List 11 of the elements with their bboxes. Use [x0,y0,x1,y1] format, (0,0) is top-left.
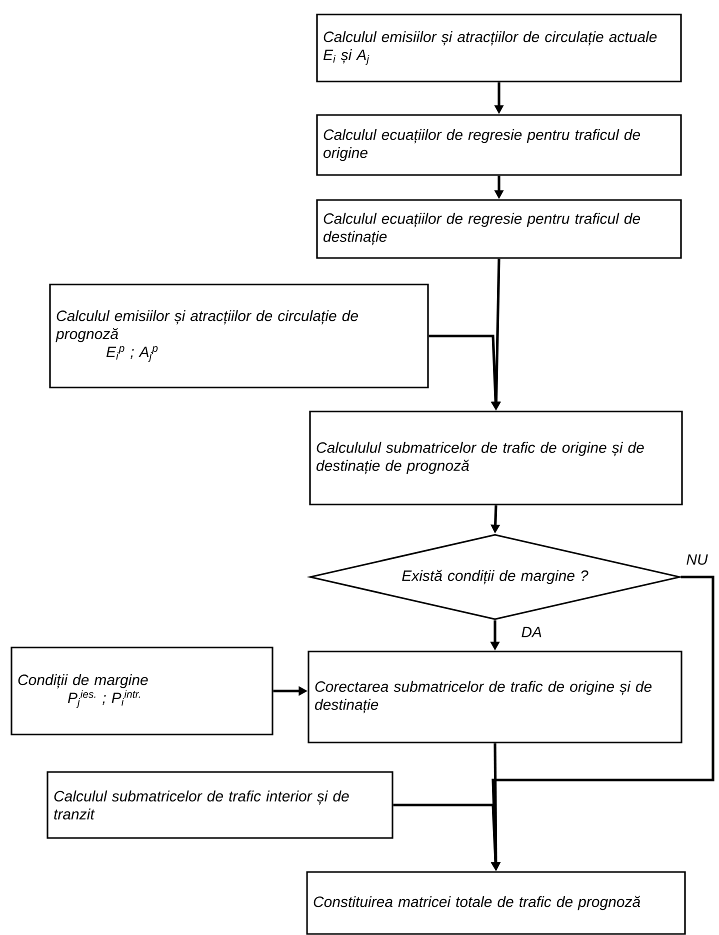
process-box: Calculul ecuațiilor de regresie pentru traficul de origine [316,114,682,176]
input-box: Condiții de margine P$_{j}$$^{ies.}$ ; P$_{i}$intr. [10,646,274,736]
input-box: Calculul submatricelor de trafic interior și de tranzit [46,771,394,839]
edge-label: DA [520,626,544,638]
process-box: Calculul ecuațiilor de regresie pentru traficul de destinație [316,199,682,259]
process-box: Calculul emisiilor și atracțiilor de circulație actuale E$_{i}$ și A$_{j}$ [316,14,682,82]
process-box: Calcululul submatricelor de trafic de origine și de destinație de prognoză [309,410,683,506]
process-box: Corectarea submatricelor de trafic de origine și de destinație [308,650,682,744]
input-box: Calculul emisiilor și atracțiilor de circulație de prognoză E$_{i}$$^{p}$ ; A$_{j}$p [49,284,429,388]
edge-label: NU [685,553,709,566]
process-box: Constituirea matricei totale de trafic de prognoză [306,871,686,935]
